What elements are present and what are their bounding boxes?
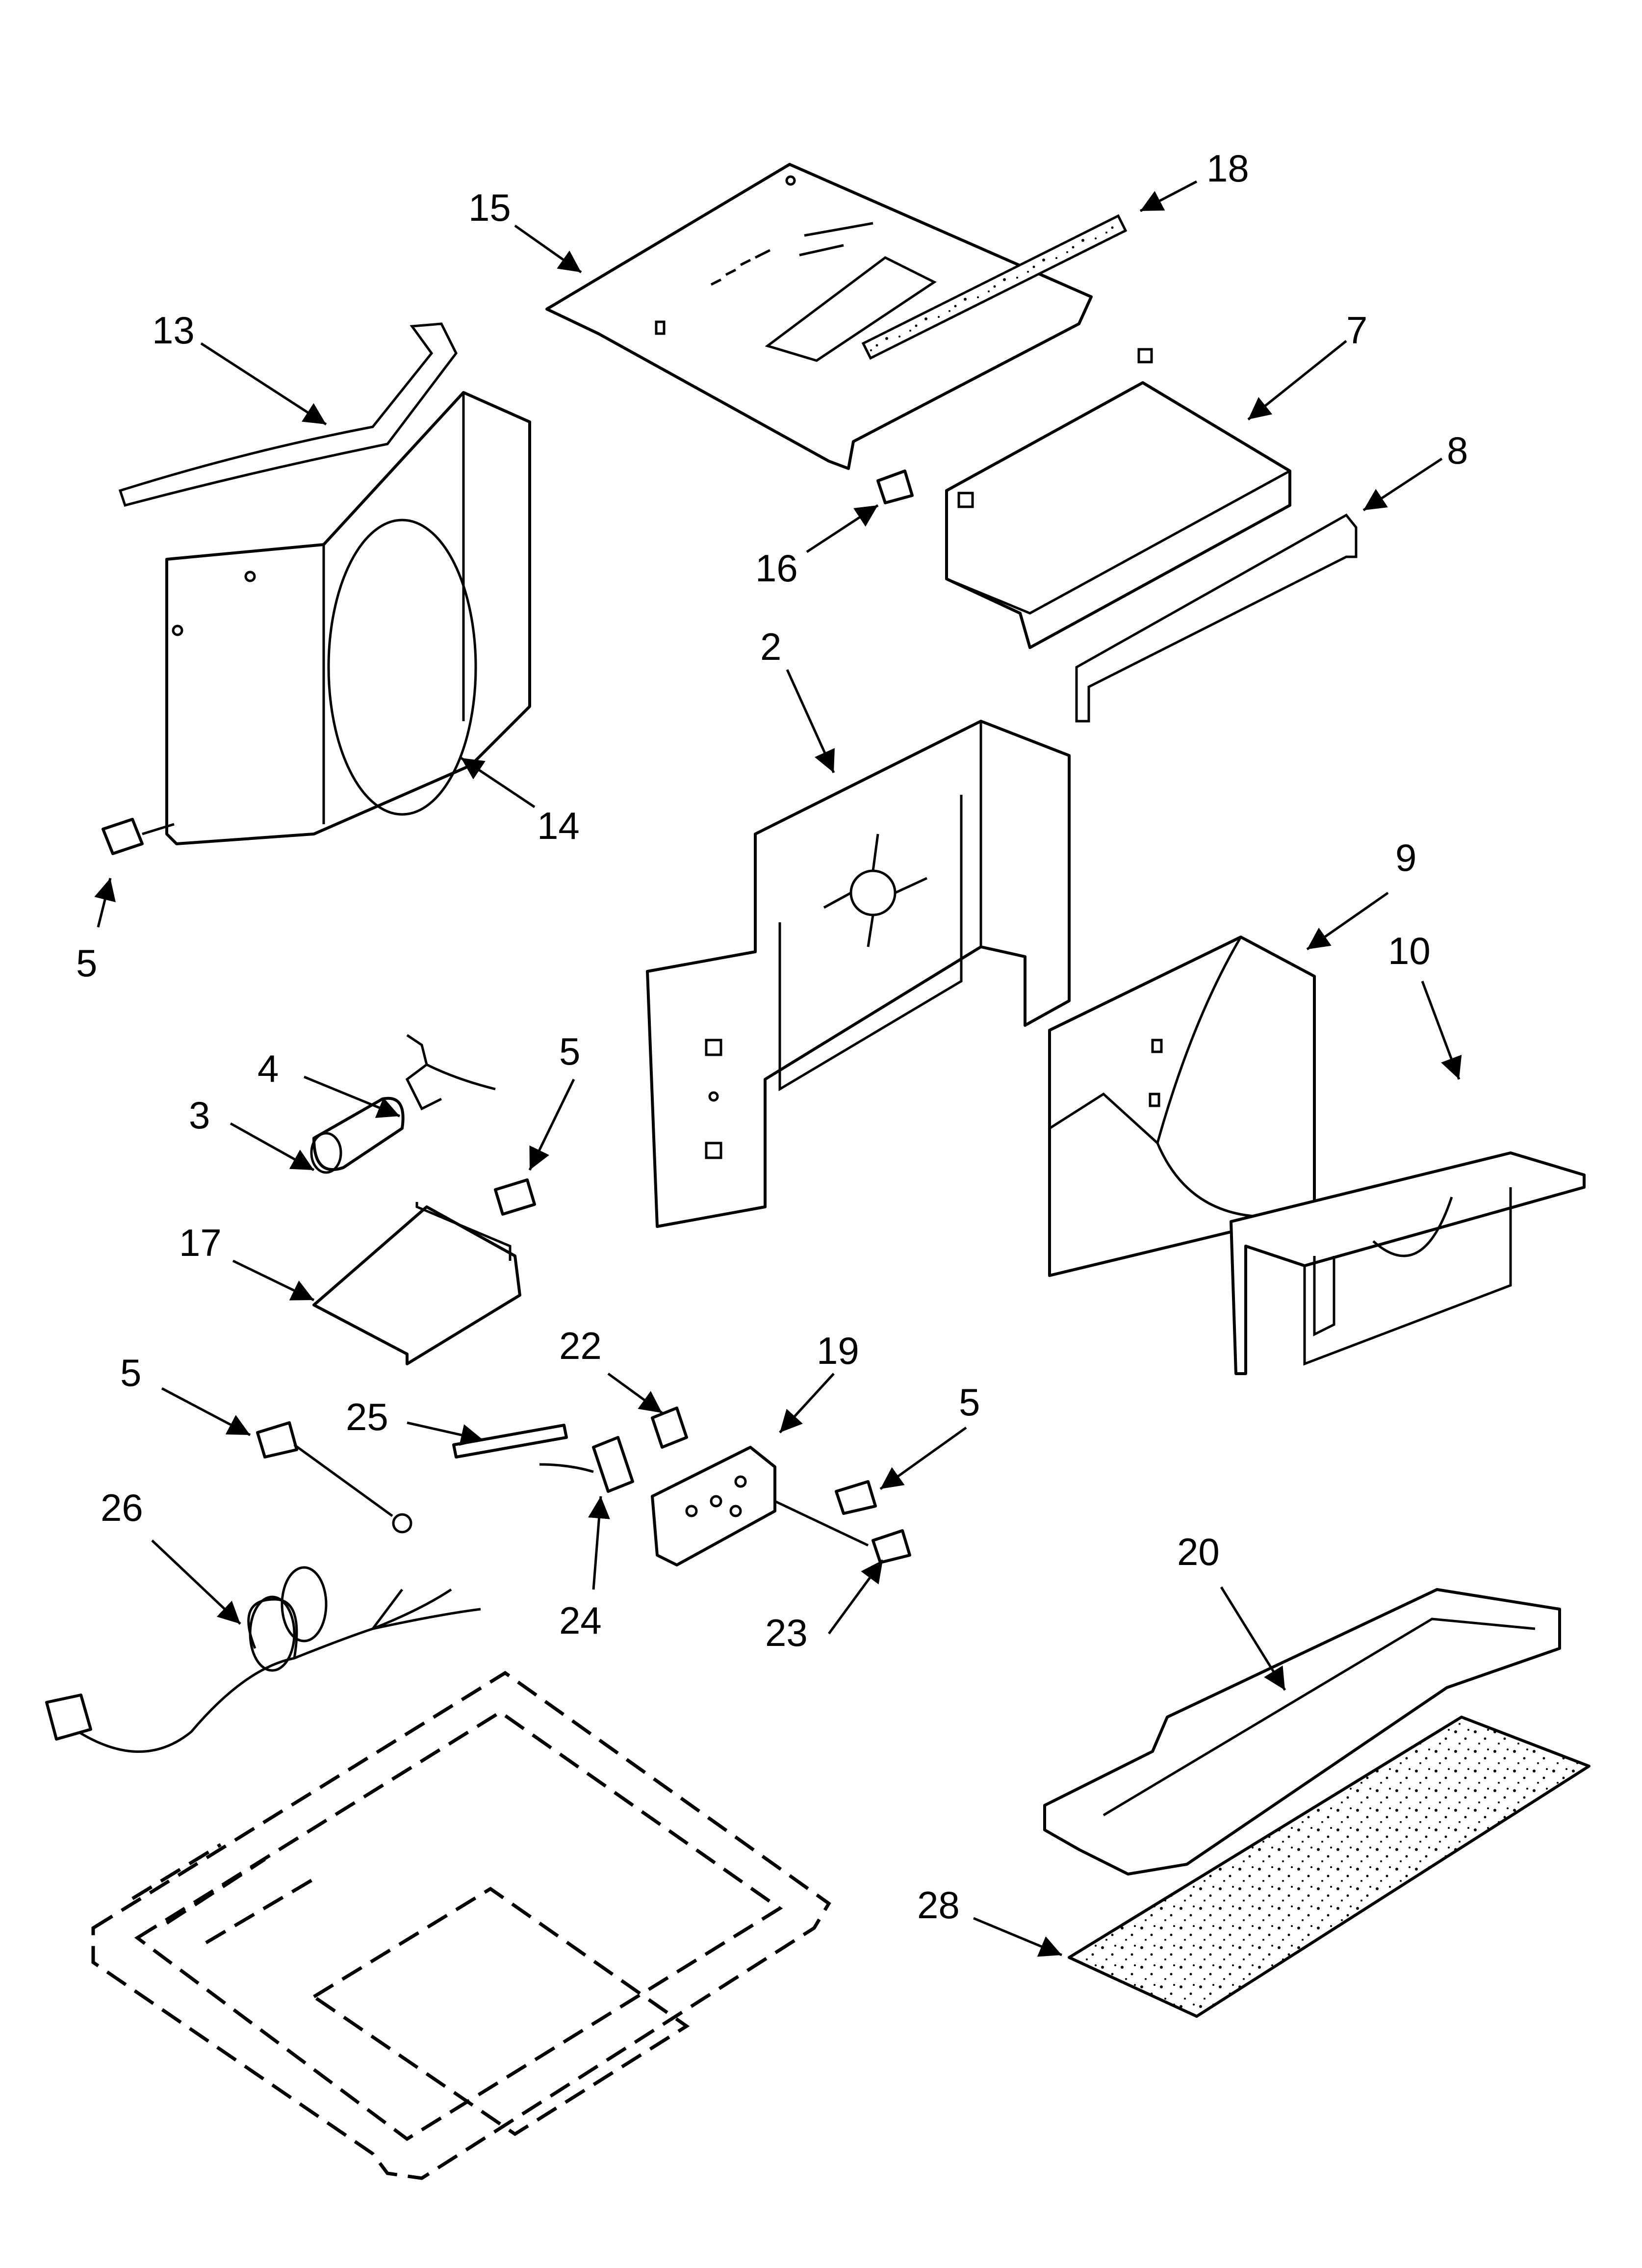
part-7-cover <box>945 348 1291 649</box>
leader-lines <box>94 180 1462 1957</box>
screw-icon <box>256 1421 298 1459</box>
part-9-blower-housing <box>1048 936 1316 1277</box>
screw-icon <box>494 1178 536 1216</box>
part-14-fan-shroud <box>165 391 531 845</box>
callout-19: 19 <box>817 1329 859 1372</box>
callout-5c: 5 <box>959 1381 980 1424</box>
callout-22: 22 <box>559 1324 602 1367</box>
part-17-bracket <box>312 1202 521 1365</box>
callout-5b: 5 <box>559 1030 580 1073</box>
part-18-gasket <box>861 214 1128 360</box>
callout-5a: 5 <box>76 941 97 985</box>
callout-3: 3 <box>189 1094 210 1137</box>
callout-18: 18 <box>1206 147 1249 190</box>
callout-4: 4 <box>257 1047 279 1090</box>
part-22-switch <box>651 1407 688 1449</box>
part-10-shroud <box>1230 1151 1586 1375</box>
part-24-switch <box>539 1436 634 1493</box>
screw-icon <box>102 818 175 855</box>
base-pan-outline <box>91 1670 831 2180</box>
callout-14: 14 <box>537 804 580 847</box>
callout-labels: 15 18 13 7 8 16 2 14 5 9 10 4 5 3 17 22 … <box>76 147 1468 1927</box>
part-8-gasket <box>1075 513 1358 723</box>
callout-17: 17 <box>179 1221 222 1264</box>
callout-10: 10 <box>1388 929 1431 972</box>
callout-26: 26 <box>101 1486 143 1529</box>
part-20-drain-pan <box>1043 1588 1561 1876</box>
callout-16: 16 <box>755 547 798 590</box>
part-4-clamp <box>405 1034 496 1111</box>
callout-24: 24 <box>559 1599 602 1642</box>
callout-13: 13 <box>152 309 195 352</box>
part-28-filter <box>1068 1716 1591 2018</box>
callout-7: 7 <box>1346 309 1367 352</box>
callout-28: 28 <box>917 1883 960 1927</box>
part-26-power-cord <box>45 1513 481 1753</box>
part-2-panel <box>646 720 1071 1228</box>
callout-8: 8 <box>1447 429 1468 472</box>
callout-25: 25 <box>346 1395 388 1438</box>
callout-20: 20 <box>1177 1530 1220 1573</box>
screw-icon <box>872 1529 911 1564</box>
callout-9: 9 <box>1395 836 1416 879</box>
part-3-capacitor <box>310 1096 405 1174</box>
callout-2: 2 <box>760 625 781 668</box>
part-13-gasket <box>118 322 458 507</box>
part-25-tube <box>452 1424 568 1459</box>
part-19-plate <box>651 1446 776 1566</box>
callout-5d: 5 <box>120 1351 141 1394</box>
part-15-top-cover <box>545 163 1093 470</box>
callout-23: 23 <box>765 1611 808 1654</box>
screw-icon <box>835 1480 877 1515</box>
callout-15: 15 <box>468 186 511 229</box>
screw-icon <box>876 469 914 504</box>
